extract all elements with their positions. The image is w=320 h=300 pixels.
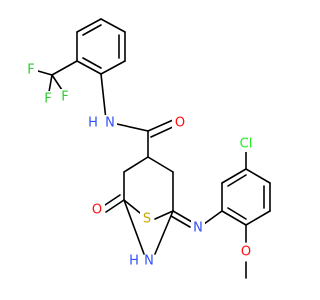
bond [105, 199, 125, 213]
bond [170, 215, 191, 228]
svg-text:N: N [105, 116, 115, 131]
bond [154, 210, 174, 220]
molecule-canvas: F F F N H O Cl S O N H N O [24, 18, 271, 279]
bond [123, 156, 149, 173]
bond [221, 168, 247, 184]
svg-text:H: H [88, 116, 98, 131]
atom-s: S [140, 211, 154, 227]
svg-text:F: F [44, 92, 51, 107]
bond [100, 18, 126, 33]
bond [51, 74, 63, 91]
bond [82, 57, 102, 69]
bond [154, 210, 174, 255]
svg-text:O: O [241, 245, 251, 260]
bond [147, 119, 174, 132]
atom-layer: F F F N H O Cl S O N H N O [24, 62, 256, 269]
bond [172, 210, 193, 223]
atom-cl: Cl [236, 136, 256, 152]
svg-text:F: F [61, 90, 68, 105]
bond-layer [37, 18, 271, 279]
bond [100, 73, 107, 121]
atom-f1: F [24, 62, 38, 78]
atom-n-imine: N [191, 220, 205, 236]
bond [227, 174, 247, 187]
bond [245, 168, 271, 184]
svg-text:O: O [175, 116, 185, 131]
bond [100, 60, 126, 75]
structure-diagram: F F F N H O Cl S O N H N O [24, 18, 271, 279]
bond [37, 70, 53, 76]
svg-text:S: S [143, 212, 151, 227]
svg-text:O: O [92, 203, 102, 218]
svg-text:F: F [27, 63, 34, 78]
atom-n-amide: N [103, 115, 117, 131]
atom-n-ring: N [142, 253, 156, 269]
bond [221, 210, 247, 226]
bond [116, 123, 149, 132]
bond [150, 125, 176, 138]
ring-n-bonds [123, 199, 174, 255]
bond [123, 199, 145, 255]
bond [147, 156, 174, 173]
atom-h-ring: H [127, 253, 141, 269]
bond [82, 24, 102, 36]
bond [51, 60, 78, 76]
atom-o-ether: O [238, 244, 254, 260]
atom-f2: F [41, 91, 55, 107]
bond [123, 199, 141, 214]
atom-o-amide: O [172, 115, 188, 131]
svg-text:N: N [144, 254, 154, 269]
bond [227, 207, 247, 220]
svg-text:Cl: Cl [240, 137, 253, 152]
svg-text:N: N [193, 221, 203, 236]
svg-text:H: H [129, 254, 139, 269]
atom-f3: F [58, 89, 72, 105]
atom-o-keto: O [89, 202, 105, 218]
bond [245, 210, 271, 226]
bond [203, 210, 223, 225]
bond [76, 60, 102, 75]
bond [76, 18, 102, 33]
atom-h-amide: H [86, 115, 100, 131]
bond [48, 74, 53, 93]
